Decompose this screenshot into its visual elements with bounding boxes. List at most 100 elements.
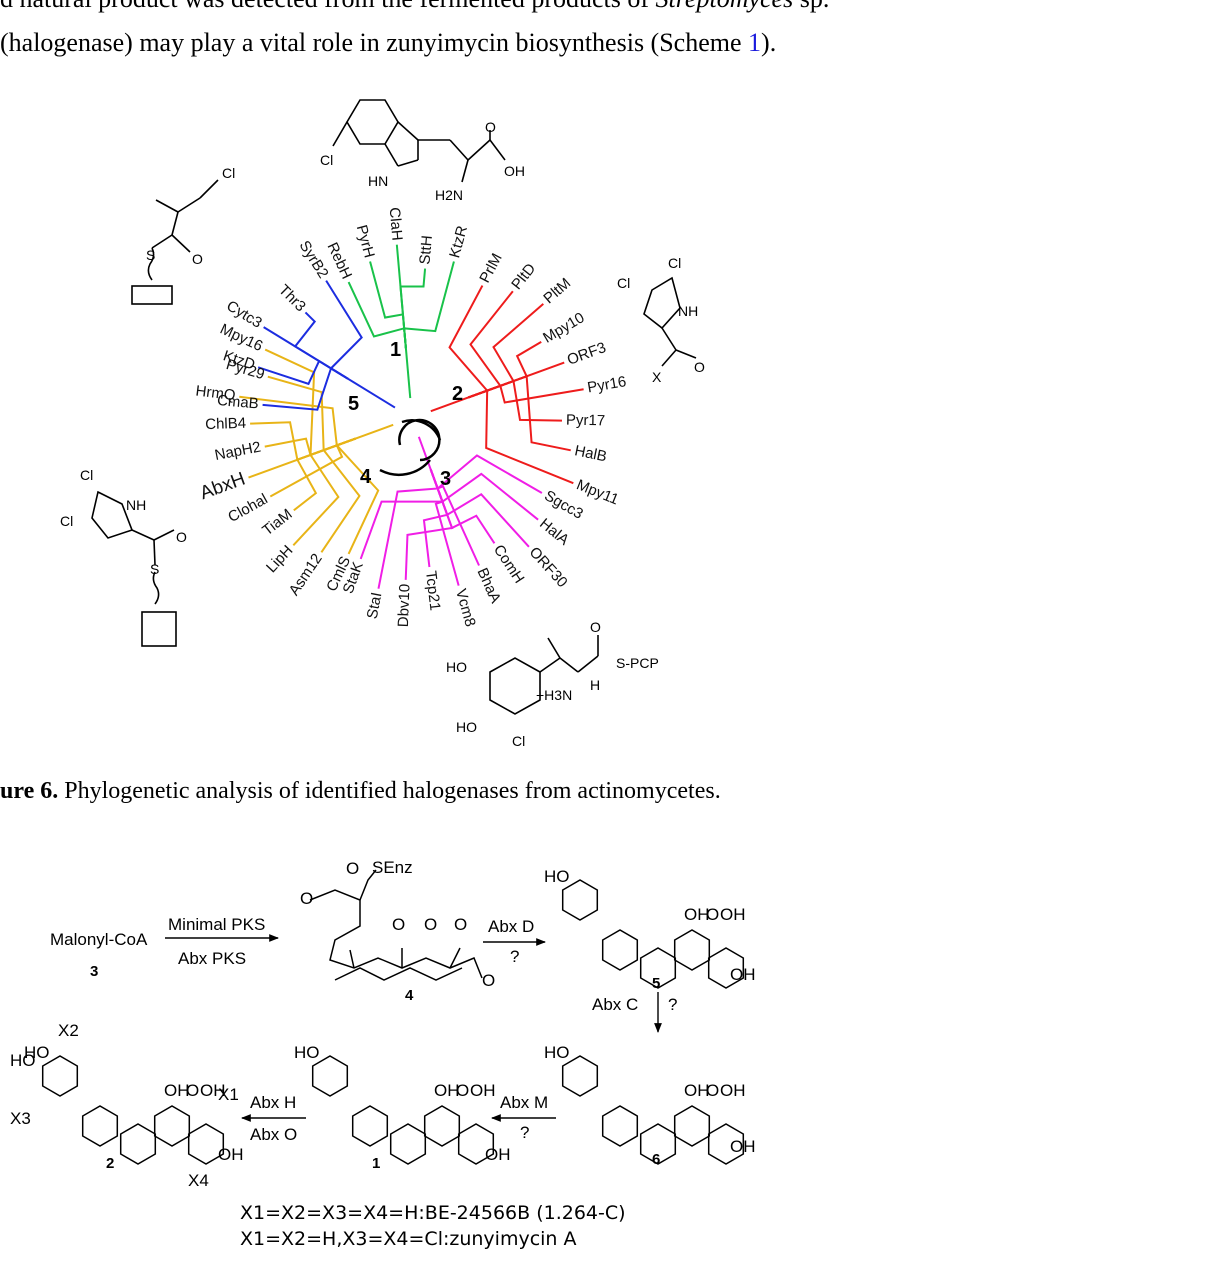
branch-clade5-stem xyxy=(347,377,396,409)
compound-2-oh-2: OH xyxy=(200,1081,226,1100)
compound-2-o: O xyxy=(186,1081,199,1100)
compound-1-oh-1: OH xyxy=(434,1081,460,1100)
compound-4-number: 4 xyxy=(405,987,414,1004)
x1-label: X1 xyxy=(218,1085,239,1104)
leaf-label-ORF30: ORF30 xyxy=(526,544,571,591)
struct-label: H xyxy=(590,677,600,693)
svg-text:O: O xyxy=(346,859,359,878)
leaf-label-Pyr16: Pyr16 xyxy=(586,373,627,396)
leaf-label-Vcm8: Vcm8 xyxy=(452,587,479,628)
leaf-label-SttH: SttH xyxy=(416,235,435,266)
biosynthesis-scheme: Malonyl-CoA 3 Minimal PKS Abx PKS Abx D … xyxy=(10,858,756,1190)
struct-label: O xyxy=(694,359,705,375)
leaf-label-HalA: HalA xyxy=(536,515,572,549)
compound-5-ho: HO xyxy=(544,867,570,886)
compound-6-oh-1: OH xyxy=(684,1081,710,1100)
abx-c-question: ? xyxy=(668,995,677,1014)
branch-Mpy10 xyxy=(468,341,542,399)
leaf-label-PltD: PltD xyxy=(508,260,539,293)
species-name: Streptomyces xyxy=(656,0,794,13)
intro-line-1: d natural product was detected from the … xyxy=(0,0,829,18)
leaf-label-PrlM: PrlM xyxy=(476,251,505,286)
scheme-reference-link[interactable]: 1 xyxy=(748,28,762,57)
branch-Mpy16 xyxy=(264,348,356,457)
compound-6-oh-2: OH xyxy=(720,1081,746,1100)
intro-line-1-text: d natural product was detected from the … xyxy=(0,0,656,13)
leaf-label-AbxH: AbxH xyxy=(197,469,248,505)
ring xyxy=(561,1055,599,1097)
compound-1-oh-2: OH xyxy=(470,1081,496,1100)
leaf-label-KtzR: KtzR xyxy=(446,224,471,260)
struct-label: +H3N xyxy=(536,687,572,703)
leaf-label-Thr3: Thr3 xyxy=(275,281,309,315)
polyketide-4-structure xyxy=(309,869,483,981)
abx-pks-label: Abx PKS xyxy=(178,949,246,968)
compound-1-o: O xyxy=(456,1081,469,1100)
struct-label: Cl xyxy=(320,152,333,168)
leaf-label-HrmQ: HrmQ xyxy=(195,382,237,404)
substituent-notes: X1=X2=X3=X4=H:BE-24566B (1.264-C) X1=X2=… xyxy=(240,1200,626,1252)
branch-clade4-stem xyxy=(355,423,394,440)
chloro-hydroxyphenylglycine-structure: O S-PCP HO HO Cl +H3N H xyxy=(446,619,659,749)
struct-label: H2N xyxy=(435,187,463,203)
senz-label: SEnz xyxy=(372,858,413,877)
leaf-label-HalB: HalB xyxy=(573,442,608,465)
struct-label: S-PCP xyxy=(616,655,659,671)
compound-6-oh: OH xyxy=(730,1137,756,1156)
leaf-label-NapH2: NapH2 xyxy=(213,439,262,465)
x4-label: X4 xyxy=(188,1171,209,1190)
clade-number-3: 3 xyxy=(440,468,451,490)
leaf-label-TiaM: TiaM xyxy=(259,506,295,540)
svg-text:O: O xyxy=(424,915,437,934)
abx-d-label: Abx D xyxy=(488,917,534,936)
branch-PrlM xyxy=(448,285,489,399)
note-be24566b: X1=X2=X3=X4=H:BE-24566B (1.264-C) xyxy=(240,1202,626,1224)
intro-line-2-text: (halogenase) may play a vital role in zu… xyxy=(0,28,749,57)
compound-6-ho: HO xyxy=(544,1043,570,1062)
ring xyxy=(423,1105,461,1147)
branch-PltD xyxy=(468,290,514,399)
compound-5-oh: OH xyxy=(730,965,756,984)
svg-text:O: O xyxy=(392,915,405,934)
compound-1-number: 1 xyxy=(372,1155,380,1172)
branch-HalB xyxy=(468,374,571,452)
compound-5-number: 5 xyxy=(652,975,660,992)
leaf-label-SyrB2: SyrB2 xyxy=(296,238,332,282)
leaf-label-Tcp21: Tcp21 xyxy=(422,570,444,612)
leaf-label-Mpy10: Mpy10 xyxy=(540,309,587,347)
branch-StaK xyxy=(359,469,444,560)
ring xyxy=(673,929,711,971)
leaf-label-LipH: LipH xyxy=(263,542,296,576)
figure-label: ure 6. xyxy=(0,778,59,804)
intro-line-1-end: sp. xyxy=(793,0,830,13)
ring xyxy=(601,929,639,971)
minimal-pks-label: Minimal PKS xyxy=(168,915,265,934)
abx-h-label: Abx H xyxy=(250,1093,296,1112)
branch-clade3-stem xyxy=(417,436,432,471)
svg-text:O: O xyxy=(300,889,313,908)
leaf-label-BhaA: BhaA xyxy=(473,565,504,605)
compound-1-oh: OH xyxy=(485,1145,511,1164)
ring xyxy=(119,1123,157,1165)
leaf-label-CmaB: CmaB xyxy=(216,392,259,413)
struct-label: Cl xyxy=(80,467,93,483)
leaf-label-Mpy11: Mpy11 xyxy=(574,476,621,508)
abx-d-question: ? xyxy=(510,947,519,966)
leaf-label-Clohal: Clohal xyxy=(225,491,270,526)
clade-number-1: 1 xyxy=(390,339,401,361)
branch-SttH xyxy=(399,268,427,349)
chlorotryptophan-structure: Cl HN H2N O OH xyxy=(320,99,525,203)
clade-number-4: 4 xyxy=(360,466,372,488)
ring xyxy=(351,1105,389,1147)
leaf-label-StaI: StaI xyxy=(364,591,386,620)
ring xyxy=(561,879,599,921)
compound-1-ho: HO xyxy=(294,1043,320,1062)
svg-text:O: O xyxy=(482,971,495,990)
branch-clade2-stem xyxy=(430,396,469,413)
struct-label: Cl xyxy=(512,733,525,749)
struct-label: Cl xyxy=(60,513,73,529)
compound-2-ho: HO xyxy=(10,1051,36,1070)
